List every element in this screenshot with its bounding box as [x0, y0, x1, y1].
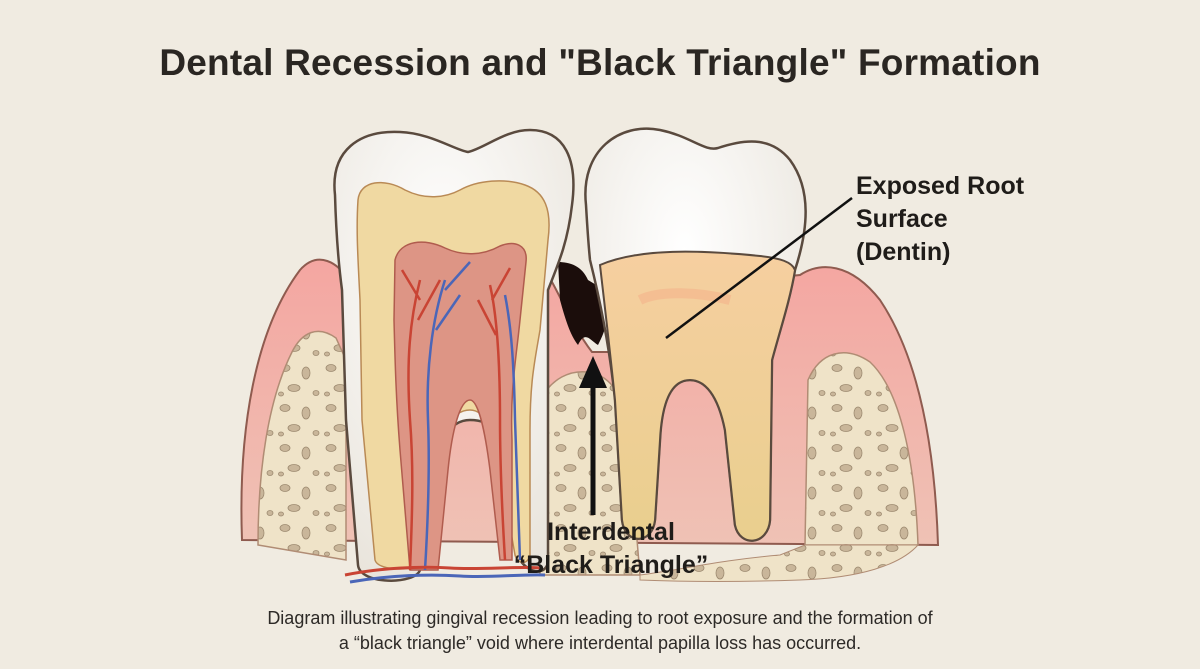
pulp-chamber: [393, 241, 527, 571]
blood-vessels: [400, 269, 442, 571]
left-tooth: [333, 128, 575, 584]
alveolar-bone: [257, 330, 347, 561]
right-tooth: [584, 127, 807, 542]
black-triangle-label: Interdental “Black Triangle”: [513, 518, 709, 579]
root-pointer-line: [665, 197, 853, 339]
black-triangle: [558, 262, 610, 345]
diagram-caption: Diagram illustrating gingival recession …: [267, 608, 933, 653]
exposed-root-surface: [598, 250, 797, 542]
exposed-root-label: Exposed Root Surface (Dentin): [856, 172, 1025, 266]
alveolar-bone-bottom: [639, 544, 920, 582]
alveolar-bone-right: [804, 352, 919, 546]
triangle-arrow-head: [579, 356, 607, 388]
diagram-title: Dental Recession and "Black Triangle" Fo…: [159, 42, 1041, 83]
